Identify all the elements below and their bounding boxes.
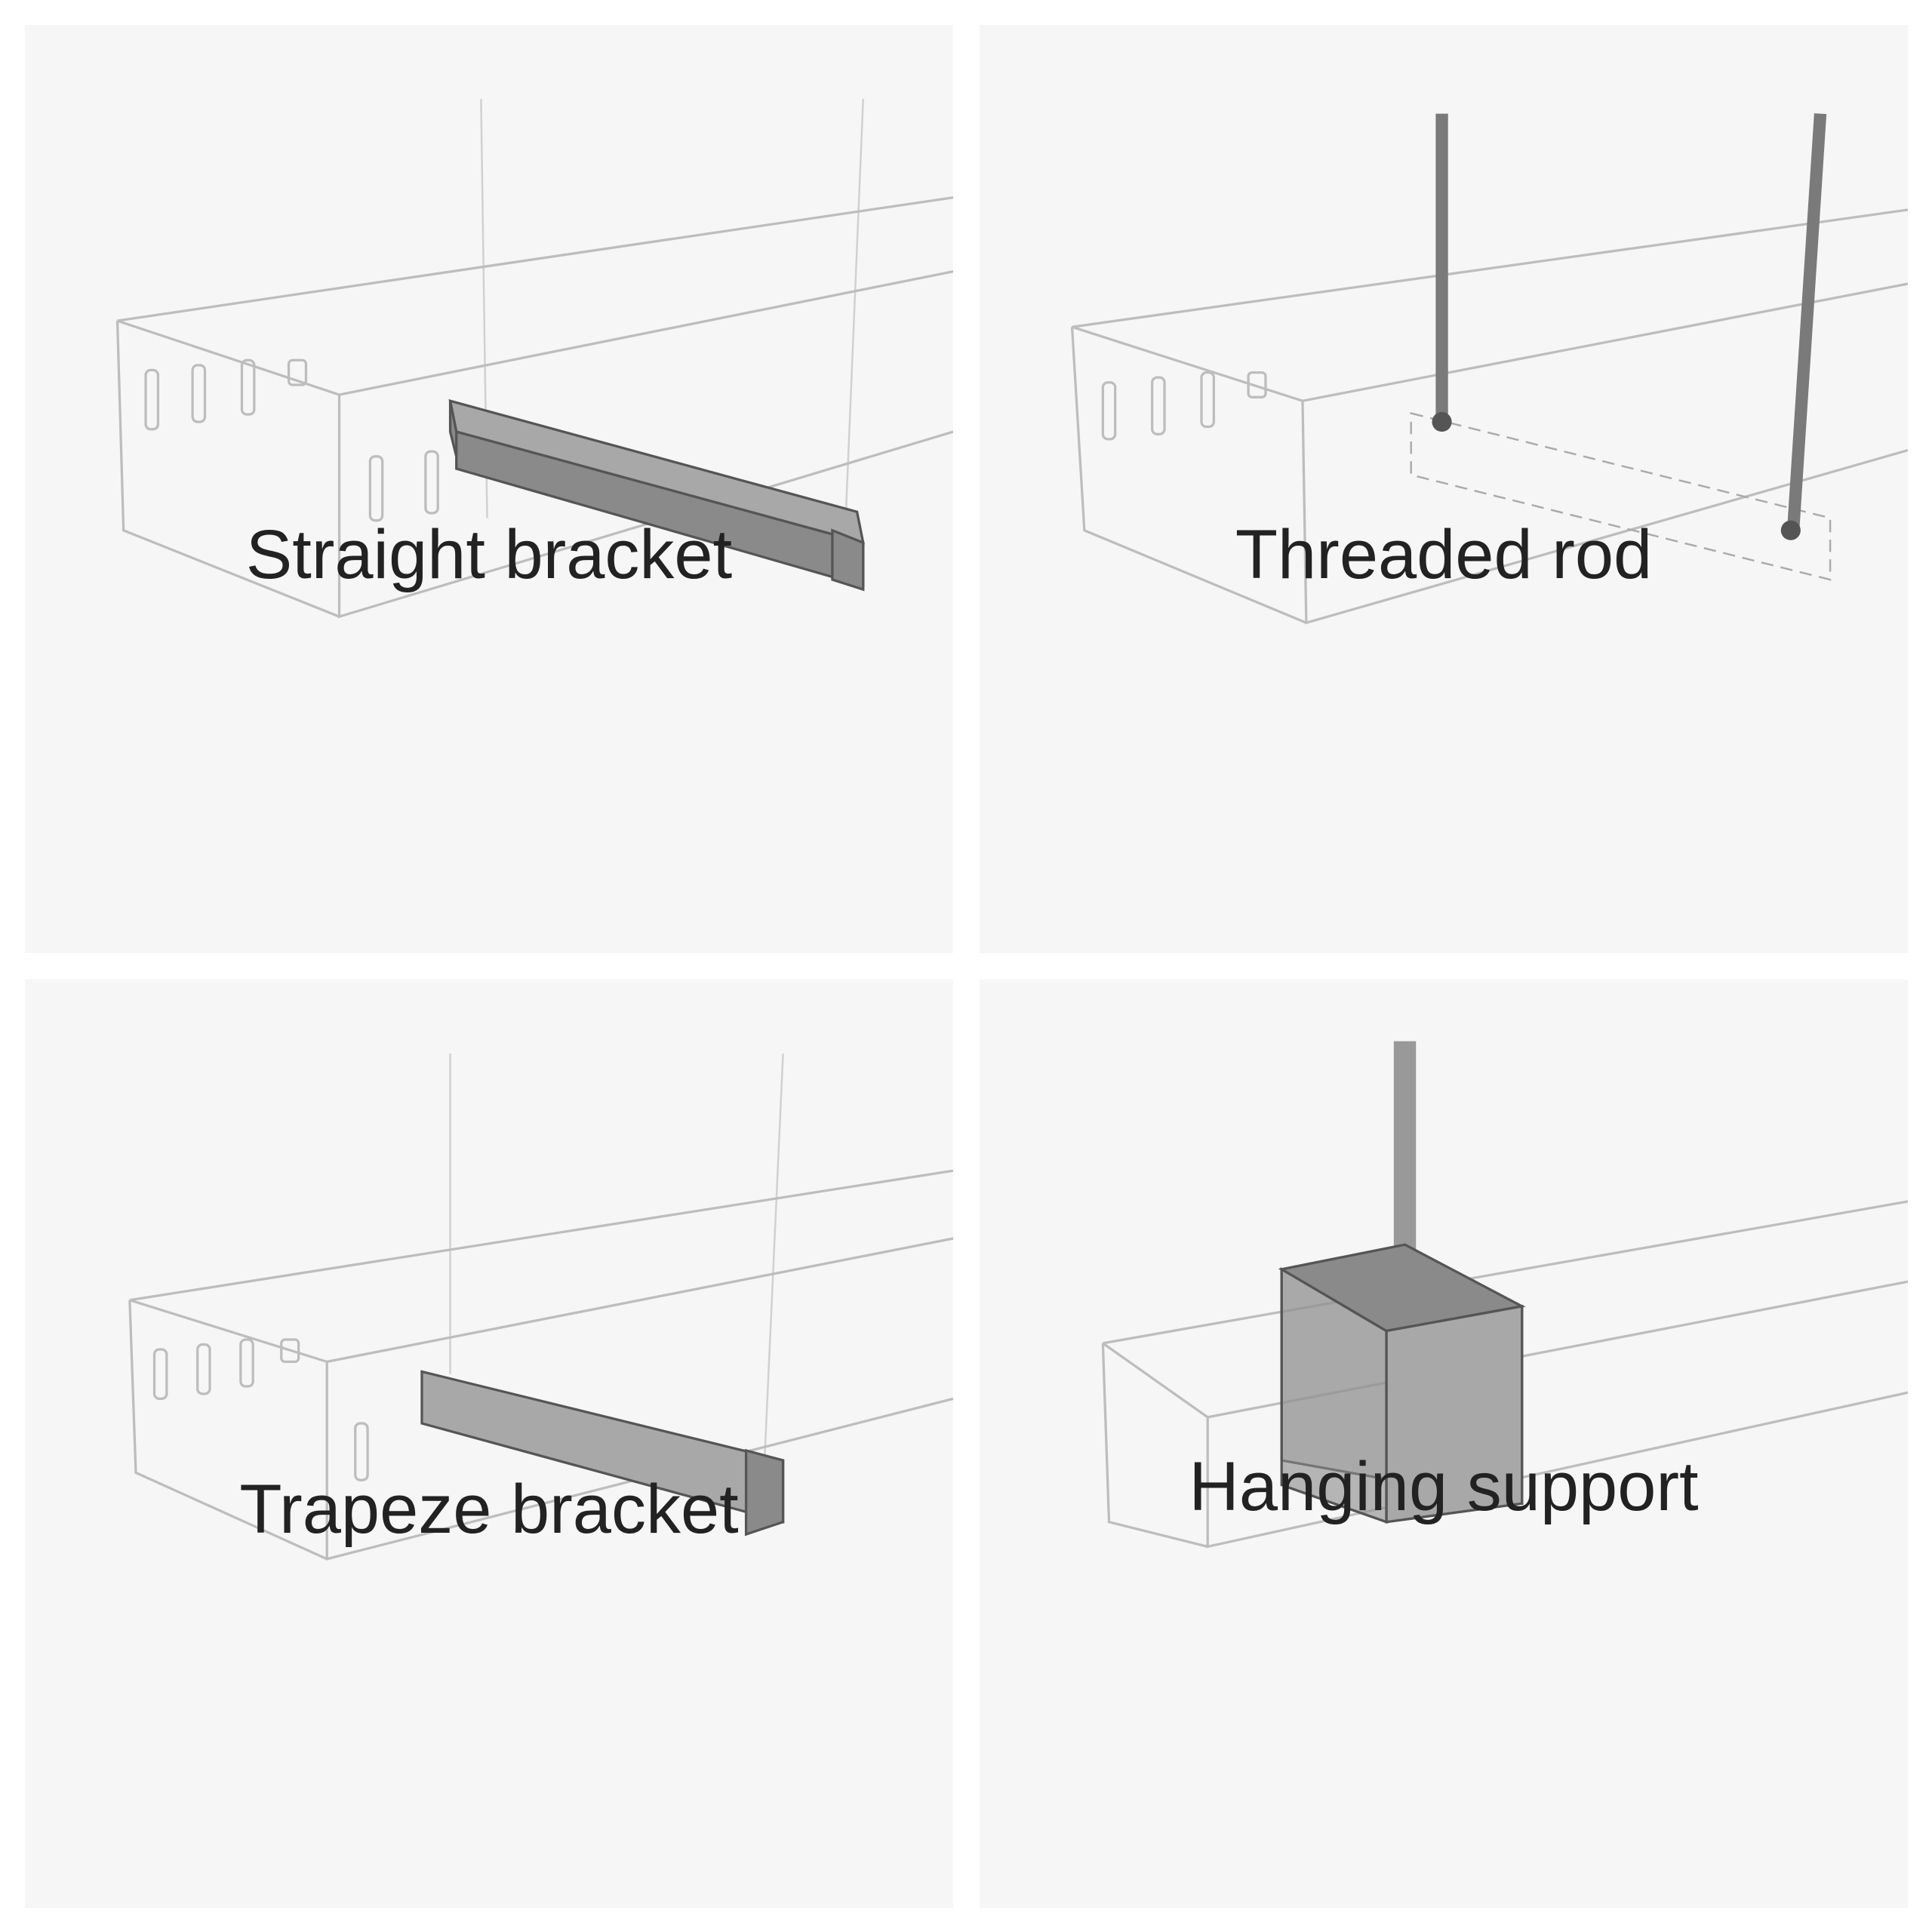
threaded-rod-illustration — [1070, 113, 1908, 625]
trapeze-bracket-card[interactable]: Trapeze bracket — [25, 980, 953, 1908]
card-label: Threaded rod — [1235, 516, 1653, 593]
card-label: Straight bracket — [245, 516, 733, 593]
straight-bracket-card[interactable]: Straight bracket — [25, 25, 953, 953]
threaded-rod-right — [1786, 113, 1827, 531]
threaded-rod-card[interactable]: Threaded rod — [980, 25, 1908, 953]
hanging-support-illustration — [1101, 1041, 1908, 1549]
straight-bracket-illustration — [115, 98, 953, 619]
trapeze-bracket-illustration — [128, 1053, 953, 1561]
hanging-support-card[interactable]: Hanging support — [980, 980, 1908, 1908]
card-label: Trapeze bracket — [239, 1471, 739, 1548]
card-label: Hanging support — [1189, 1448, 1699, 1525]
